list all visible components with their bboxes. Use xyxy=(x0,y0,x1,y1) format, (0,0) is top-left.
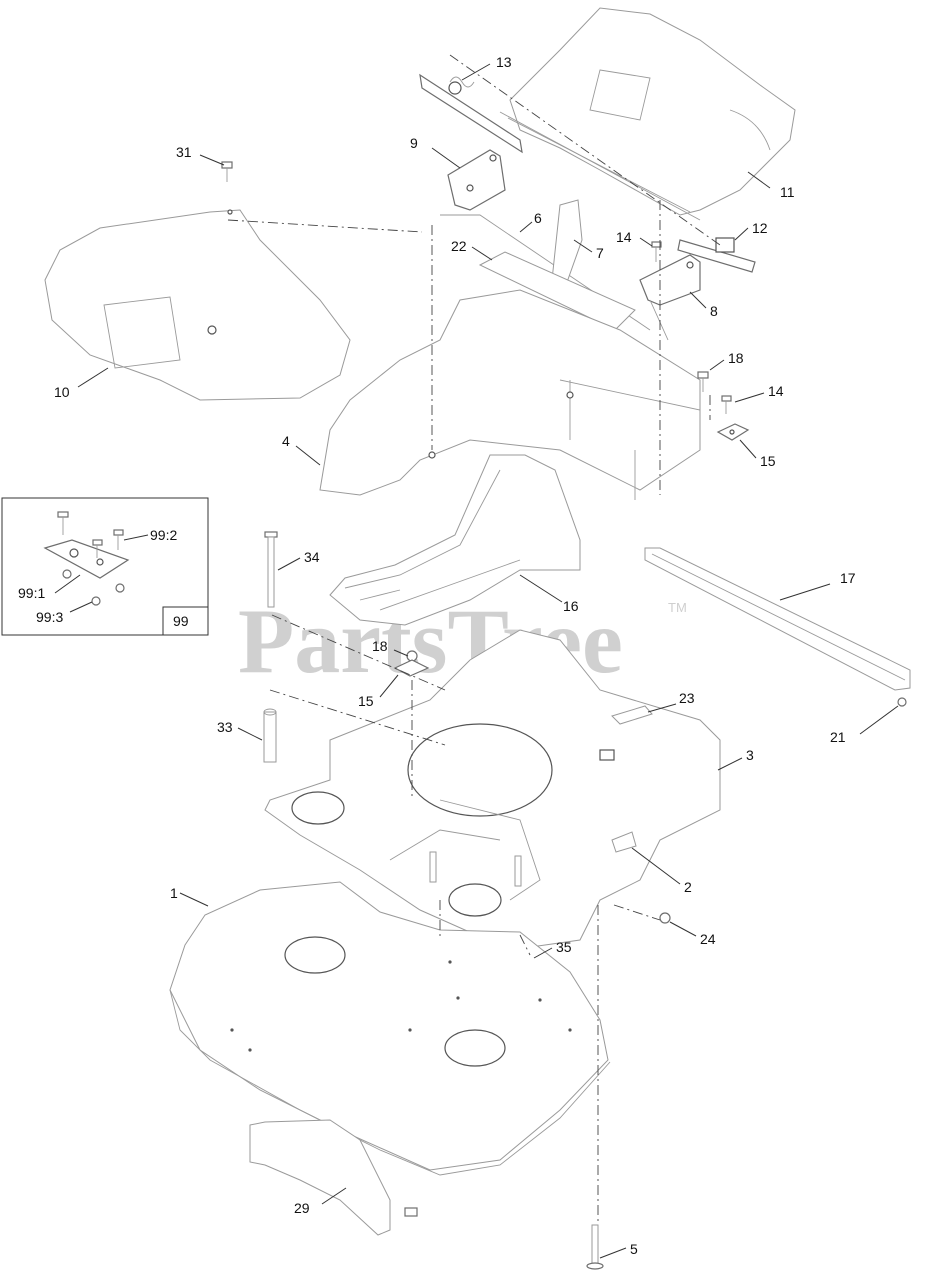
callout-35: 35 xyxy=(556,939,572,955)
part-24-nut[interactable] xyxy=(659,912,671,924)
callout-13: 13 xyxy=(496,54,512,70)
callout-5: 5 xyxy=(630,1241,638,1257)
callout-12: 12 xyxy=(752,220,768,236)
callout-24: 24 xyxy=(700,931,716,947)
part-33-spacer[interactable] xyxy=(263,708,277,763)
part-21-screw[interactable] xyxy=(897,697,907,707)
part-8-bracket[interactable] xyxy=(639,254,701,341)
callout-29: 29 xyxy=(294,1200,310,1216)
callout-34: 34 xyxy=(304,549,320,565)
part-15-bracket-top[interactable] xyxy=(716,423,750,441)
watermark-trademark: TM xyxy=(668,600,687,615)
part-29-shield[interactable] xyxy=(249,1119,418,1236)
callout-4: 4 xyxy=(282,433,290,449)
callout-6: 6 xyxy=(534,210,542,226)
callout-31: 31 xyxy=(176,144,192,160)
inset-label-99-3: 99:3 xyxy=(36,609,63,625)
part-7-handle[interactable] xyxy=(551,199,583,286)
callout-9: 9 xyxy=(410,135,418,151)
callout-3: 3 xyxy=(746,747,754,763)
callout-14b: 14 xyxy=(768,383,784,399)
callout-33: 33 xyxy=(217,719,233,735)
part-5-bolt[interactable] xyxy=(586,1224,604,1270)
callout-8: 8 xyxy=(710,303,718,319)
part-23-decal[interactable] xyxy=(611,705,653,725)
part-4-body-panel[interactable] xyxy=(319,289,701,500)
inset-label-99-1: 99:1 xyxy=(18,585,45,601)
part-34-bolt[interactable] xyxy=(264,531,278,608)
callouts: 13 9 31 11 12 14 6 7 22 8 10 18 14 15 4 … xyxy=(54,54,856,1257)
part-18-screw-top[interactable] xyxy=(697,371,709,392)
callout-23: 23 xyxy=(679,690,695,706)
callout-2: 2 xyxy=(684,879,692,895)
part-1-deck-housing[interactable] xyxy=(169,881,611,1176)
part-12-spring[interactable] xyxy=(677,237,756,273)
callout-17: 17 xyxy=(840,570,856,586)
callout-18a: 18 xyxy=(728,350,744,366)
callout-7: 7 xyxy=(596,245,604,261)
leader-lines xyxy=(77,63,899,1259)
callout-22: 22 xyxy=(451,238,467,254)
inset-number: 99 xyxy=(173,613,189,629)
part-31-screw[interactable] xyxy=(221,161,233,215)
callout-11: 11 xyxy=(780,184,795,200)
part-16-footrest[interactable] xyxy=(329,454,581,626)
assembly-line xyxy=(227,219,423,233)
callout-14a: 14 xyxy=(616,229,632,245)
assembly-line xyxy=(449,54,721,246)
callout-1: 1 xyxy=(170,885,178,901)
part-14-screw-b[interactable] xyxy=(721,395,732,414)
assembly-line xyxy=(271,614,446,691)
callout-21: 21 xyxy=(830,729,846,745)
part-3-frame[interactable] xyxy=(264,629,721,951)
assembly-line xyxy=(613,904,661,921)
part-13-spring[interactable] xyxy=(419,73,523,154)
part-10-fender[interactable] xyxy=(44,209,351,401)
part-17-rail[interactable] xyxy=(644,547,911,691)
inset-label-99-2: 99:2 xyxy=(150,527,177,543)
inset-kit-99[interactable]: 99 99:2 99:1 99:3 xyxy=(1,497,209,636)
part-14-screw-a[interactable] xyxy=(651,241,662,262)
callout-10: 10 xyxy=(54,384,70,400)
part-22-decal[interactable] xyxy=(478,251,636,331)
callout-16: 16 xyxy=(563,598,579,614)
callout-18b: 18 xyxy=(372,638,388,654)
part-2-decal[interactable] xyxy=(611,831,637,853)
part-11-seat-cover[interactable] xyxy=(499,7,796,221)
callout-15a: 15 xyxy=(760,453,776,469)
assembly-line xyxy=(519,934,531,956)
part-9-bracket[interactable] xyxy=(440,149,651,331)
callout-15b: 15 xyxy=(358,693,374,709)
